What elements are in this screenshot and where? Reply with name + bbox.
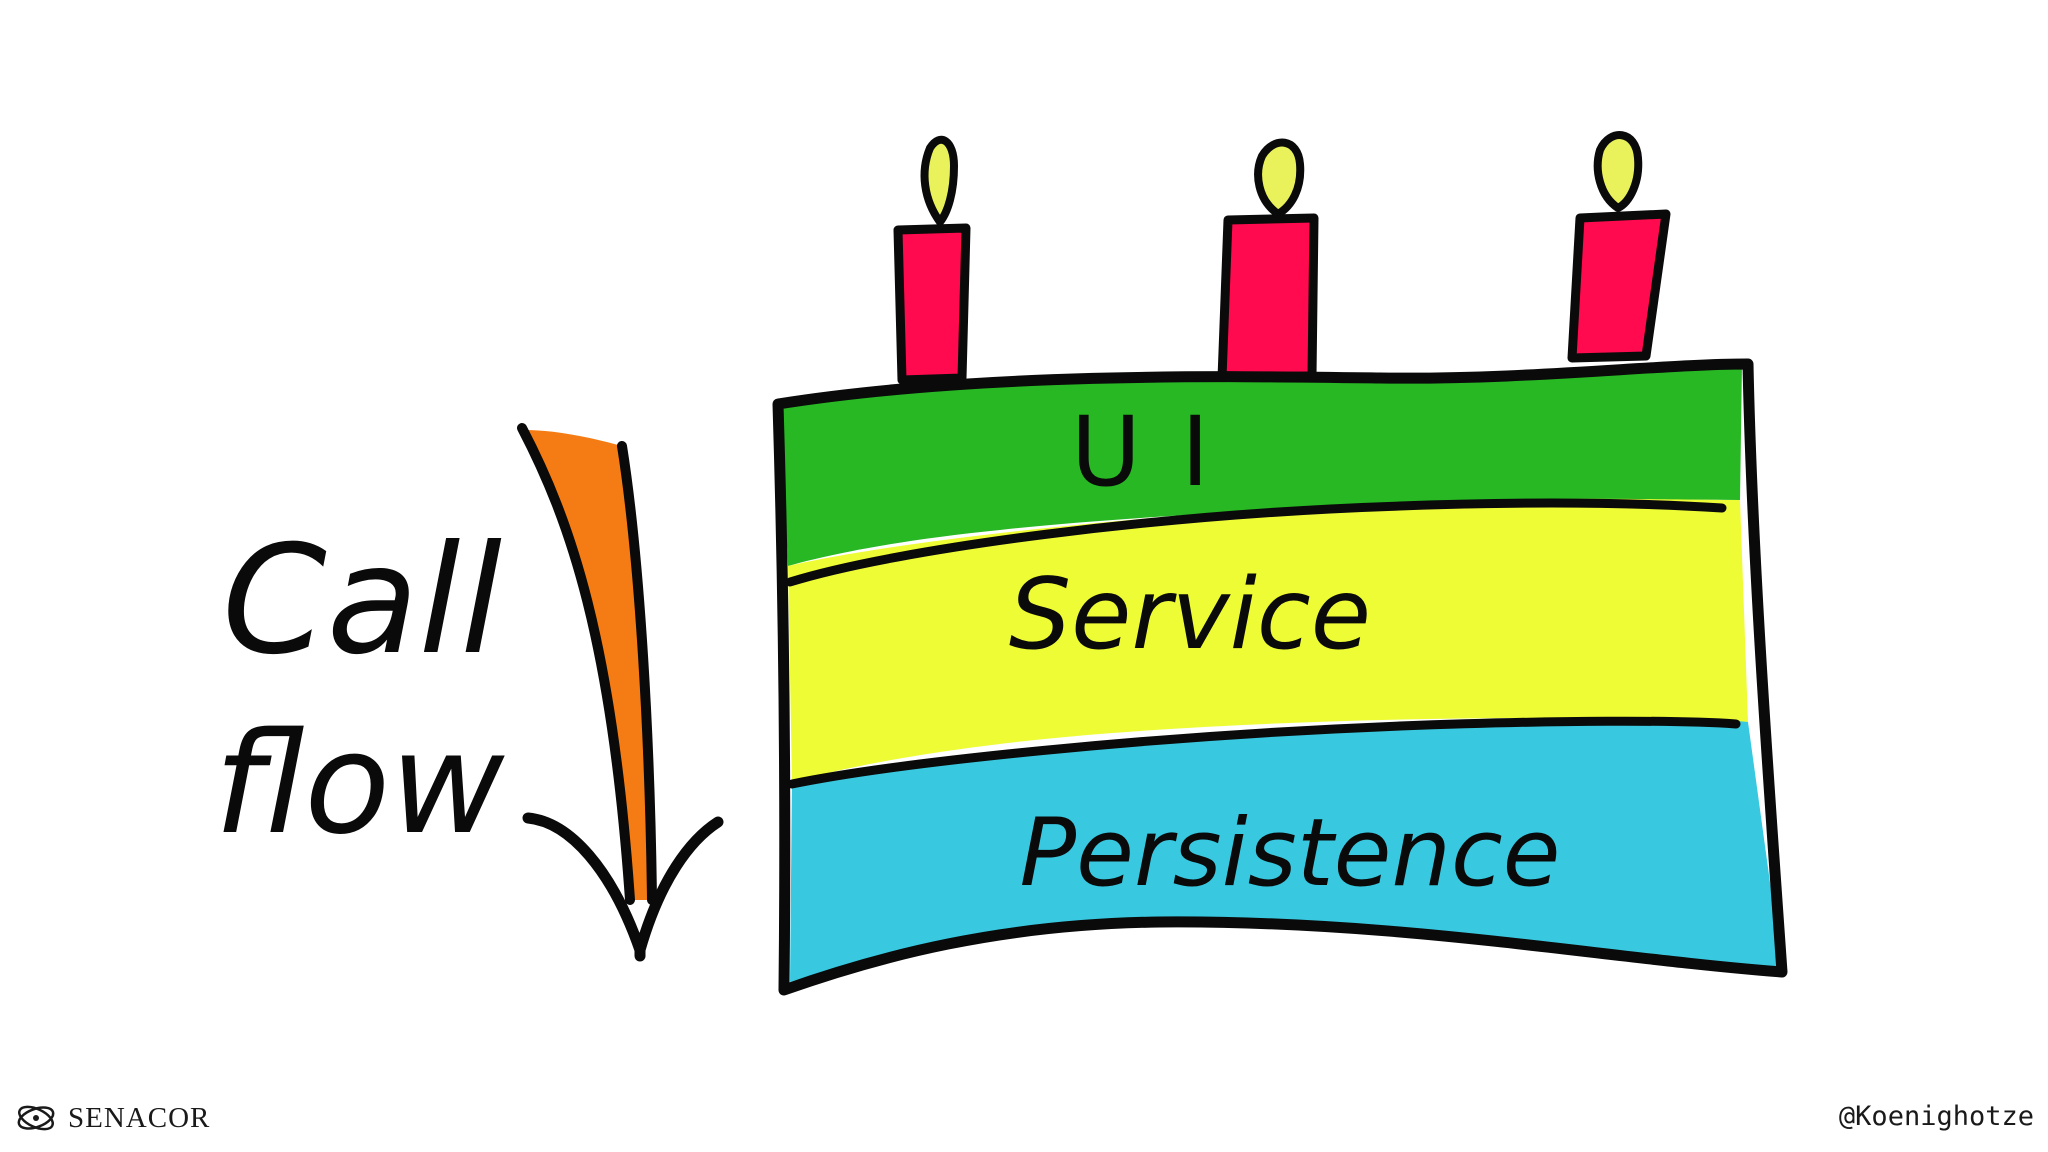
layer-divider-ui-service [785,498,1727,587]
layer-service-label: Service [1009,558,1371,672]
candle-left-body [893,223,971,385]
layer-divider-service-persistence [787,716,1741,789]
candle-right [1567,131,1671,363]
call-flow-label-line1: Call [222,514,502,688]
call-flow-arrow-left-edge [517,423,635,905]
layer-service [788,498,1748,782]
call-flow-label-line2: flow [214,703,505,866]
candle-right-body [1567,209,1671,363]
layer-stack: UI Service Persistence [772,358,1788,996]
layer-persistence-label: Persistence [1019,799,1560,908]
author-handle: @Koenighotze [1838,1101,2034,1132]
call-flow-arrow-right-edge [617,441,657,905]
candle-right-flame-icon [1593,131,1643,212]
candle-left [893,135,971,385]
layer-persistence [790,717,1782,982]
candle-left-flame-icon [920,135,958,226]
layer-stack-outline [772,358,1788,996]
candle-middle-flame-icon [1254,138,1305,218]
layer-ui-label: UI [1071,396,1250,508]
senacor-brand-text: SENACOR [68,1101,211,1134]
candle-middle [1217,138,1319,383]
call-flow-arrow [517,423,724,962]
senacor-logo: SENACOR [14,1096,210,1140]
layer-ui [780,364,1742,566]
candle-middle-body [1217,213,1319,383]
senacor-logo-icon [17,1105,55,1131]
